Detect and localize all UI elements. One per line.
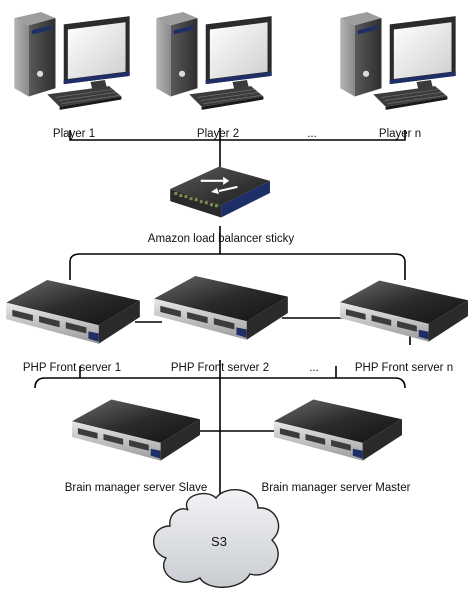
player-2-label: Player 2	[197, 128, 239, 140]
rack-server-icon	[340, 280, 468, 342]
player-1-computer	[13, 12, 130, 111]
brain-server-master	[274, 399, 402, 461]
players-ellipsis: ...	[307, 128, 317, 140]
load-balancer-switch	[169, 165, 271, 219]
computer-icon	[155, 12, 272, 111]
front-server-2	[154, 276, 288, 340]
brain-slave-label: Brain manager server Slave	[65, 482, 208, 494]
rack-server-icon	[6, 280, 140, 344]
player-1-label: Player 1	[53, 128, 95, 140]
brain-master-label: Brain manager server Master	[262, 482, 411, 494]
player-n-computer	[339, 12, 456, 111]
rack-server-icon	[274, 399, 402, 461]
cloud-icon	[152, 489, 280, 588]
front-server-1	[6, 280, 140, 344]
brain-server-slave	[72, 399, 200, 461]
load-balancer-label: Amazon load balancer sticky	[148, 233, 295, 245]
front-server-n	[340, 280, 468, 342]
front-server-2-label: PHP Front server 2	[171, 362, 269, 374]
lb-to-front-bus	[69, 253, 406, 280]
front-server-n-label: PHP Front server n	[355, 362, 453, 374]
player-n-label: Player n	[379, 128, 421, 140]
computer-icon	[339, 12, 456, 111]
switch-icon	[169, 165, 271, 219]
s3-cloud	[152, 489, 280, 588]
front-server-1-label: PHP Front server 1	[23, 362, 121, 374]
front-ellipsis: ...	[309, 362, 319, 374]
s3-label: S3	[211, 534, 227, 549]
computer-icon	[13, 12, 130, 111]
rack-server-icon	[154, 276, 288, 340]
player-2-computer	[155, 12, 272, 111]
players-bus	[69, 130, 406, 141]
rack-server-icon	[72, 399, 200, 461]
